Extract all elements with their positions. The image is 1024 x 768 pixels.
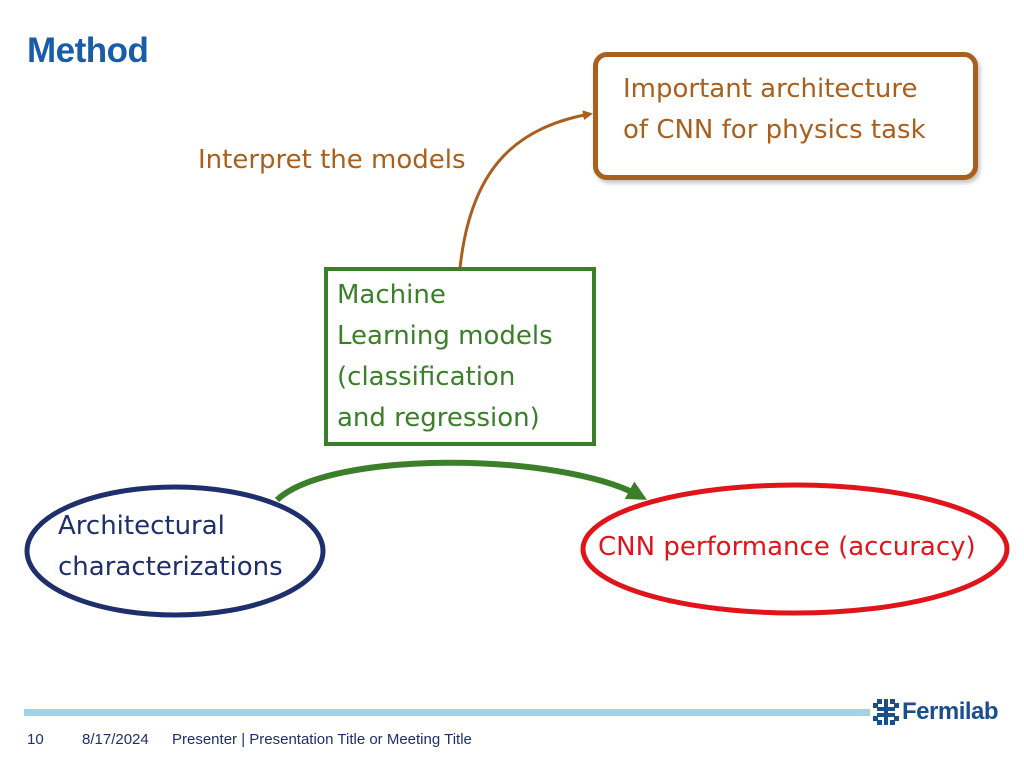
fermilab-logo-icon [873,699,899,725]
ml-models-line: Machine [337,280,446,310]
important-architecture-label: Important architecture of CNN for physic… [623,69,926,151]
architectural-characterizations-label: Architectural characterizations [58,506,283,588]
ml-models-line: Learning models [337,321,553,351]
architectural-characterizations-line: characterizations [58,552,283,582]
important-architecture-line: Important architecture [623,74,918,104]
cnn-performance-ellipse [580,482,1010,616]
presenter-line: Presenter | Presentation Title or Meetin… [172,731,472,748]
prediction-arrow [274,459,648,503]
ml-models-label: Machine Learning models (classification … [337,275,553,439]
architectural-characterizations-line: Architectural [58,511,225,541]
ml-models-line: (classification [337,362,516,392]
footer-rule [24,709,870,716]
fermilab-logo-text: Fermilab [902,698,999,725]
slide-title: Method [27,31,149,70]
interpret-models-label: Interpret the models [198,145,466,175]
slide-date: 8/17/2024 [82,731,149,748]
page-number: 10 [27,731,44,748]
important-architecture-box [593,52,978,180]
important-architecture-line: of CNN for physics task [623,115,926,145]
fermilab-logo: Fermilab [873,698,999,726]
architectural-characterizations-ellipse [24,484,326,618]
ml-models-box [324,267,596,446]
interpret-arrow [458,110,593,269]
cnn-performance-label: CNN performance (accuracy) [598,532,976,562]
ml-models-line: and regression) [337,403,540,433]
